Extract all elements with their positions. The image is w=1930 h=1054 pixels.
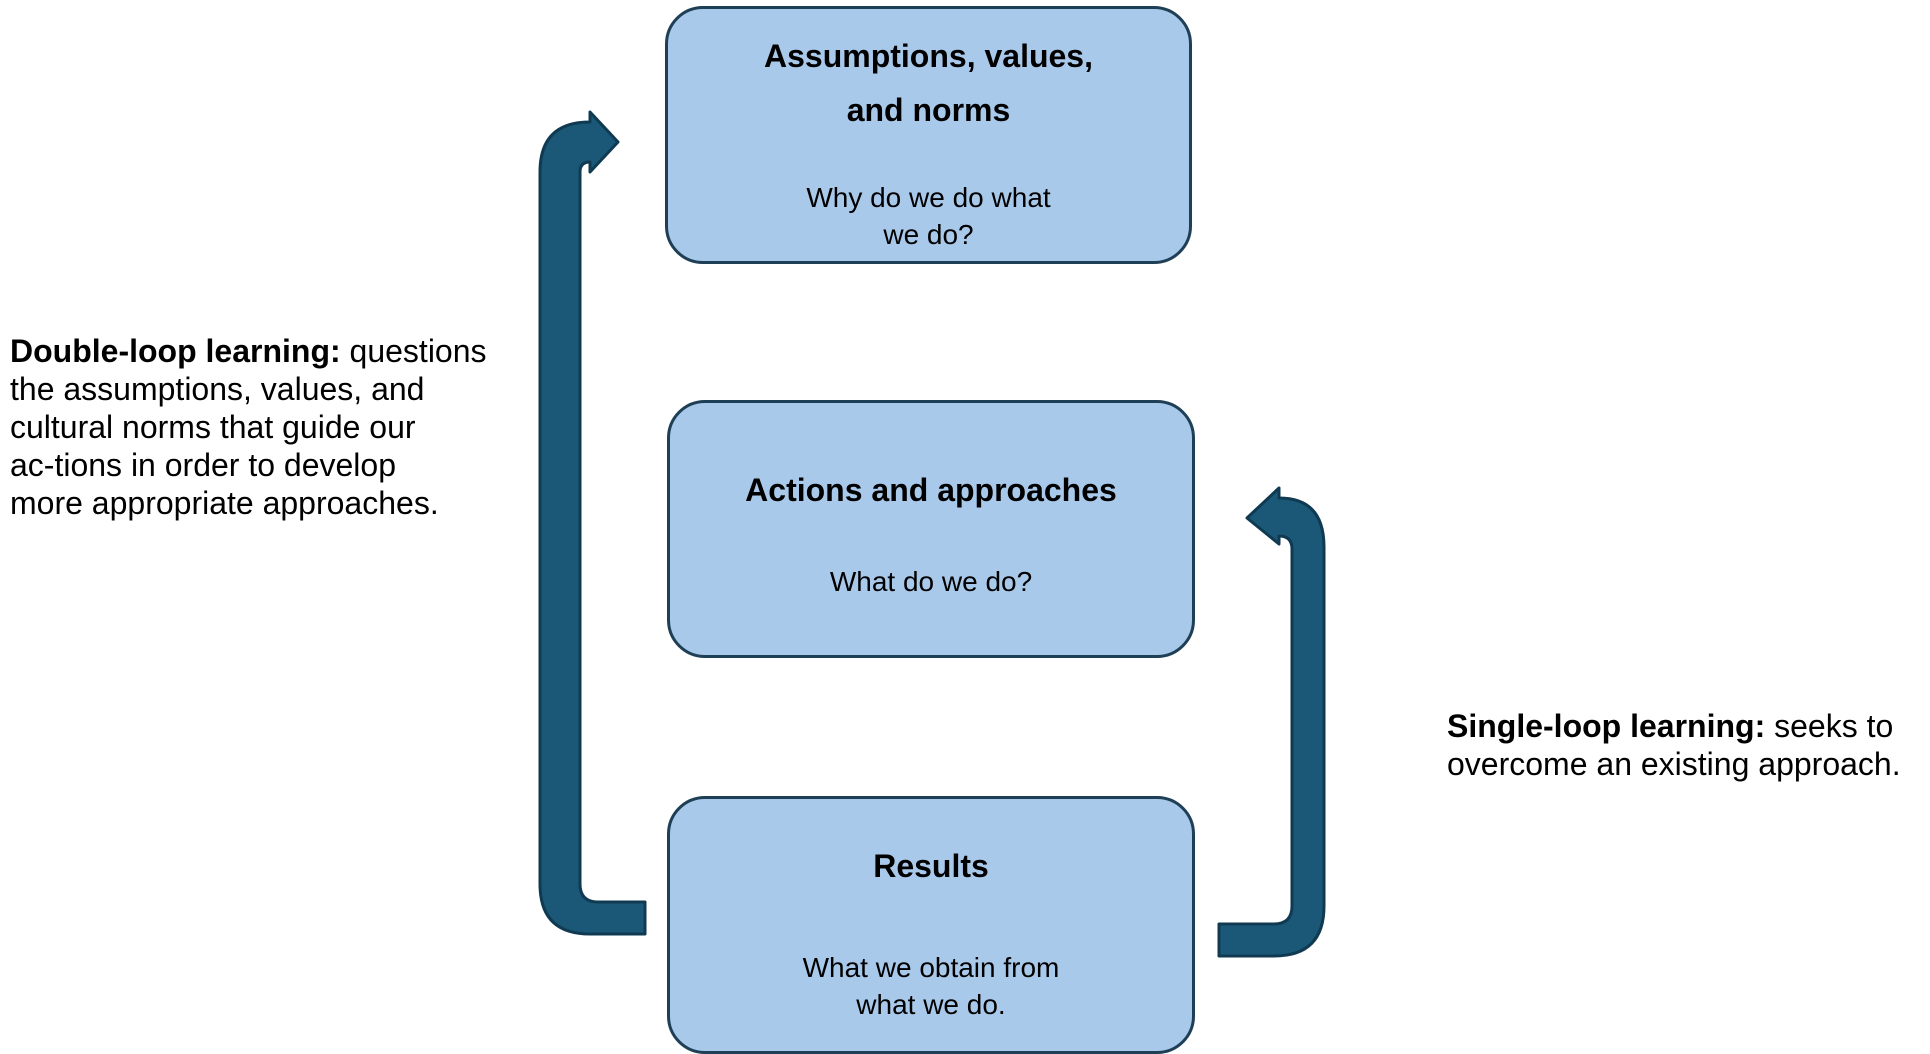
double-loop-text: ac-tions in order to develop: [10, 447, 396, 483]
results-subtitle: What we obtain from what we do.: [802, 952, 1060, 1020]
double-loop-text: cultural norms that guide our: [10, 409, 416, 445]
double-loop-text: the assumptions, values, and: [10, 371, 425, 407]
double-loop-note: Double-loop learning: questions the assu…: [10, 332, 530, 522]
double-loop-line: Double-loop learning: questions: [10, 332, 530, 370]
double-loop-text: questions: [340, 333, 487, 369]
single-loop-label: Single-loop learning:: [1447, 708, 1766, 744]
single-loop-arrow: [1217, 486, 1326, 958]
results-title: Results: [873, 848, 989, 884]
single-loop-text: overcome an existing approach.: [1447, 746, 1901, 782]
assumptions-title: Assumptions, values, and norms: [764, 38, 1093, 128]
single-loop-note: Single-loop learning: seeks to overcome …: [1447, 707, 1927, 783]
assumptions-subtitle: Why do we do what we do?: [806, 182, 1051, 250]
single-loop-line: Single-loop learning: seeks to: [1447, 707, 1927, 745]
actions-subtitle: What do we do?: [829, 566, 1033, 597]
single-loop-text: seeks to: [1765, 708, 1894, 744]
actions-title: Actions and approaches: [745, 472, 1117, 508]
assumptions-box: Assumptions, values, and norms Why do we…: [665, 6, 1192, 264]
double-loop-arrow: [538, 110, 647, 936]
double-loop-text: more appropriate approaches.: [10, 485, 439, 521]
double-loop-label: Double-loop learning:: [10, 333, 341, 369]
results-box: Results What we obtain from what we do.: [667, 796, 1195, 1054]
actions-box: Actions and approaches What do we do?: [667, 400, 1195, 658]
